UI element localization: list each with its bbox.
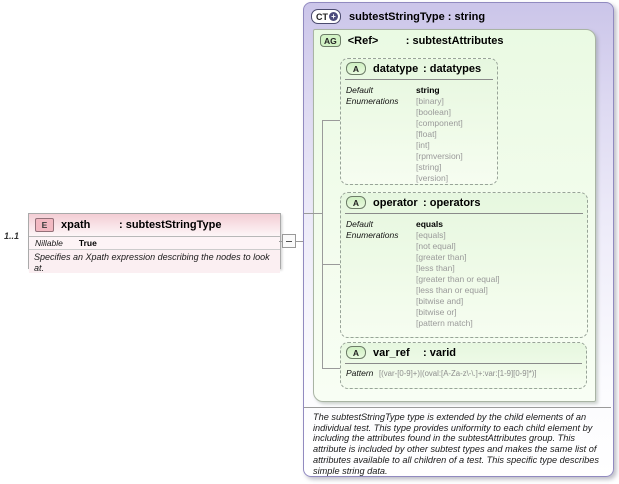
element-annotation: Specifies an Xpath expression describing… [29,250,280,273]
connector-trunk-line [322,120,323,369]
ct-badge-text: CT [316,11,328,22]
attribute-name: datatype [373,62,419,75]
divider [304,407,611,408]
enumeration-item: [pattern match] [416,318,473,328]
attribute-group-name: <Ref> [347,34,379,47]
attribute-box-datatype[interactable]: A datatype : datatypes Default Enumerati… [340,58,498,185]
attribute-name: operator [373,196,418,209]
attribute-type: : varid [423,346,457,359]
attribute-header: A var_ref : varid [341,343,586,359]
default-value: equals [416,219,443,229]
connector-line [322,120,340,121]
complex-type-title: subtestStringType : string [349,10,486,23]
connector-line [322,264,340,265]
enumeration-list: [binary][boolean][component][float][int]… [416,96,463,184]
enumerations-label: Enumerations [346,96,399,106]
connector-line [304,213,323,214]
attribute-type: : operators [423,196,481,209]
element-name: xpath [61,219,91,231]
enumerations-label: Enumerations [346,230,399,240]
enumeration-item: [version] [416,173,449,183]
attribute-name: var_ref [373,346,410,359]
attribute-group-type: : subtestAttributes [405,34,504,47]
divider [345,363,582,364]
divider [345,213,583,214]
enumeration-item: [less than or equal] [416,285,488,295]
element-badge-icon: E [35,218,54,232]
enumeration-item: [bitwise or] [416,307,457,317]
divider [345,79,493,80]
enumeration-item: [string] [416,162,442,172]
enumeration-item: [component] [416,118,463,128]
expand-plus-icon: + [329,12,338,21]
attribute-facets: Default Enumerations equals [equals][not… [341,214,587,329]
element-header: E xpath : subtestStringType [29,214,280,237]
enumeration-item: [bitwise and] [416,296,464,306]
element-type: : subtestStringType [119,219,222,231]
attribute-type: : datatypes [423,62,482,75]
attribute-badge-icon: A [346,346,366,359]
enumeration-item: [binary] [416,96,444,106]
pattern-facet: Pattern [(var-[0-9]+)|(oval:[A-Za-z\-\.]… [341,364,586,378]
default-value: string [416,85,440,95]
enumeration-item: [float] [416,129,437,139]
element-box-xpath[interactable]: E xpath : subtestStringType Nillable Tru… [28,213,281,273]
enumeration-item: [greater than or equal] [416,274,500,284]
minus-icon [286,240,292,242]
cardinality-label: 1..1 [4,231,20,241]
collapse-toggle[interactable] [282,234,296,248]
attribute-box-operator[interactable]: A operator : operators Default Enumerati… [340,192,588,338]
attribute-badge-icon: A [346,196,366,209]
type-documentation: The subtestStringType type is extended b… [313,412,599,476]
complex-type-header: CT+ subtestStringType : string [311,9,485,24]
enumeration-list: [equals][not equal][greater than][less t… [416,230,500,329]
attribute-header: A datatype : datatypes [341,59,497,75]
complex-type-badge-icon[interactable]: CT+ [311,9,341,24]
nillable-value: True [78,238,97,248]
enumeration-item: [equals] [416,230,446,240]
pattern-label: Pattern [346,368,374,378]
default-label: Default [346,219,373,229]
enumeration-item: [greater than] [416,252,467,262]
nillable-label: Nillable [35,238,63,248]
attribute-badge-icon: A [346,62,366,75]
pattern-value: [(var-[0-9]+)|(oval:[A-Za-z\-\.]+:var:[1… [379,369,537,378]
connector-line [322,368,340,369]
element-property-row: Nillable True [29,237,280,250]
enumeration-item: [rpmversion] [416,151,463,161]
attribute-header: A operator : operators [341,193,587,209]
enumeration-item: [less than] [416,263,455,273]
attribute-box-var-ref[interactable]: A var_ref : varid Pattern [(var-[0-9]+)|… [340,342,587,389]
enumeration-item: [not equal] [416,241,456,251]
enumeration-item: [int] [416,140,430,150]
attribute-group-badge-icon: AG [320,34,341,47]
default-label: Default [346,85,373,95]
attribute-facets: Default Enumerations string [binary][boo… [341,80,497,184]
attribute-group-header: AG <Ref> : subtestAttributes [314,30,595,47]
enumeration-item: [boolean] [416,107,451,117]
